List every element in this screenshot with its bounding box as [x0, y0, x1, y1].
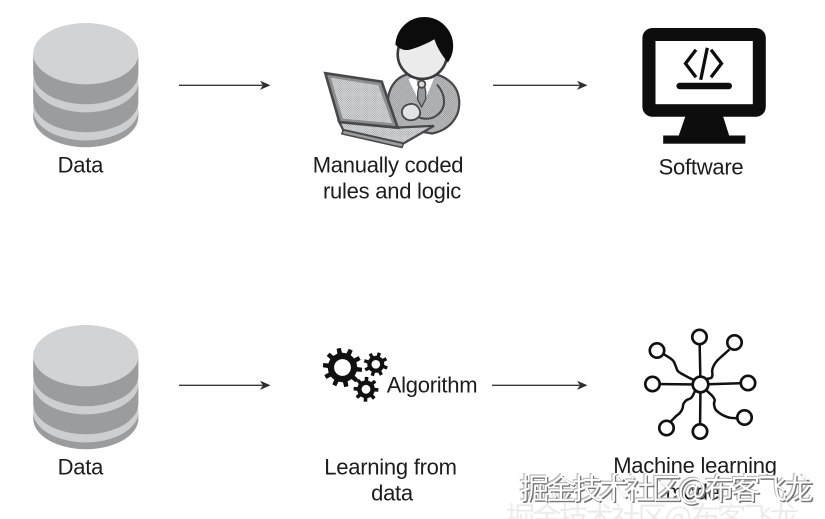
svg-text:data: data [371, 480, 414, 505]
svg-text:Data: Data [58, 455, 104, 480]
svg-text:rules and logic: rules and logic [323, 178, 461, 203]
svg-text:Learning from: Learning from [324, 455, 457, 480]
svg-text:Algorithm: Algorithm [387, 373, 478, 398]
svg-text:Manually coded: Manually coded [313, 153, 464, 178]
svg-text:Data: Data [58, 153, 104, 178]
svg-text:Machine learning: Machine learning [613, 453, 777, 478]
svg-text:Software: Software [659, 154, 744, 179]
